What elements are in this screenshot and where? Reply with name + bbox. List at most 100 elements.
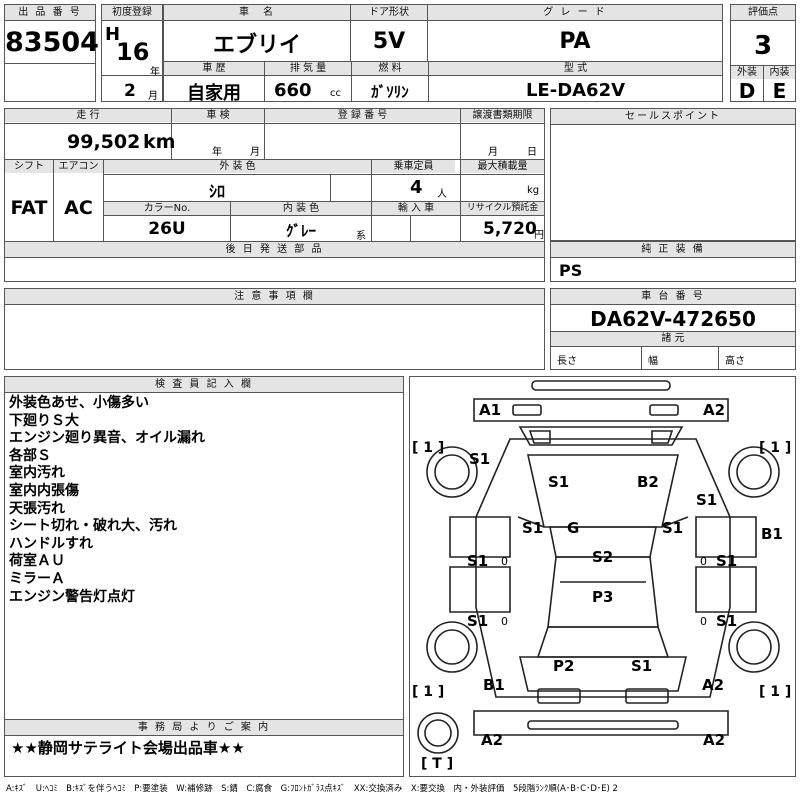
history-row: 車 歴 排 気 量 燃 料 型 式 自家用 660 cc ｶﾞｿﾘﾝ LE-DA… <box>163 61 723 104</box>
divider <box>641 346 642 369</box>
chassis-label: 車 台 番 号 <box>551 289 795 305</box>
tire-mark-rear-left: [ 1 ] <box>412 684 445 700</box>
exterior-color: ｼﾛ <box>208 182 225 201</box>
divider <box>103 159 104 241</box>
divider <box>551 331 795 332</box>
mileage-label: 走 行 <box>5 109 171 122</box>
car-outline <box>417 380 780 754</box>
recycle-unit: 円 <box>534 230 544 241</box>
displacement-unit: cc <box>330 88 341 99</box>
door-label: ドア形状 <box>351 5 427 21</box>
sales-point-label: セールスポイント <box>551 109 795 125</box>
lot-number-box: 出 品 番 号 83504 <box>4 4 99 102</box>
color-number-label: カラーNo. <box>104 202 230 215</box>
damage-mark: S1 <box>522 519 544 537</box>
lot-number-label: 出 品 番 号 <box>5 5 95 21</box>
score: 3 <box>753 31 773 61</box>
interior-color-unit: 系 <box>356 231 366 242</box>
damage-mark: 0 <box>501 555 508 568</box>
color-number: 26U <box>148 219 186 239</box>
shift: FAT <box>10 197 48 219</box>
damage-mark: B2 <box>637 473 659 491</box>
divider <box>410 215 411 241</box>
car-name-box: 車 名 エブリイ <box>163 4 351 62</box>
history-label: 車 歴 <box>164 62 264 75</box>
inspector-box: 検 査 員 記 入 欄 外装色あせ、小傷多い 下廻りＳ大 エンジン廻り異音、オイ… <box>4 376 404 720</box>
damage-mark: A2 <box>703 401 726 419</box>
note-line: 外装色あせ、小傷多い <box>9 395 149 411</box>
grade-box: グ レ ー ド PA <box>427 4 723 62</box>
recycle-label: リサイクル預託金 <box>461 202 544 215</box>
later-parts-label: 後 日 発 送 部 品 <box>5 242 544 258</box>
divider <box>330 174 331 201</box>
damage-mark: A1 <box>479 401 502 419</box>
divider <box>230 201 231 241</box>
divider <box>264 109 265 159</box>
damage-mark: S1 <box>548 473 570 491</box>
plate-label: 登 録 番 号 <box>265 109 460 122</box>
displacement-label: 排 気 量 <box>265 62 351 75</box>
damage-mark: S1 <box>716 552 738 570</box>
equipment: PS <box>559 261 583 280</box>
note-line: 下廻りＳ大 <box>9 412 79 429</box>
office-message: ★★静岡サテライト会場出品車★★ <box>11 739 245 757</box>
sales-point-box: セールスポイント <box>550 108 796 241</box>
fuel-label: 燃 料 <box>352 62 428 75</box>
damage-mark: B1 <box>483 676 505 694</box>
caution-label: 注 意 事 項 欄 <box>5 289 544 305</box>
note-line: 室内内張傷 <box>9 482 79 499</box>
damage-mark: S1 <box>716 612 738 630</box>
height-label: 高さ <box>725 356 745 367</box>
car-name-label: 車 名 <box>164 5 350 21</box>
tire-mark-spare: [ T ] <box>421 756 454 772</box>
door-box: ドア形状 5V <box>350 4 428 62</box>
era-letter: H <box>105 24 121 45</box>
divider <box>351 62 352 101</box>
tire-mark-rear-right: [ 1 ] <box>759 684 792 700</box>
note-line: エンジン廻り異音、オイル漏れ <box>9 430 205 447</box>
chassis-box: 車 台 番 号 DA62V-472650 諸 元 長さ 幅 高さ <box>550 288 796 370</box>
tire-mark-front-right: [ 1 ] <box>759 440 792 456</box>
divider <box>763 65 764 101</box>
exterior-color-label: 外 装 色 <box>104 160 371 173</box>
divider <box>103 215 544 216</box>
grade: PA <box>559 29 591 54</box>
interior-grade-label: 内装 <box>764 66 795 79</box>
inspector-notes: 外装色あせ、小傷多い 下廻りＳ大 エンジン廻り異音、オイル漏れ 各部Ｓ 室内汚れ… <box>9 395 205 606</box>
chassis-number: DA62V-472650 <box>590 307 756 331</box>
damage-mark: S1 <box>467 552 489 570</box>
shift-label: シフト <box>5 160 53 173</box>
divider <box>371 159 372 241</box>
damage-mark: S1 <box>662 519 684 537</box>
import-label: 輸 入 車 <box>372 202 460 215</box>
note-line: シート切れ・破れ大、汚れ <box>9 518 177 535</box>
score-box: 評価点 3 外装 内装 D E <box>730 4 796 103</box>
door-type: 5V <box>372 29 406 54</box>
note-line: 各部Ｓ <box>9 447 51 464</box>
damage-mark: P3 <box>592 588 614 606</box>
damage-mark: G <box>567 519 580 537</box>
year-unit: 年 <box>150 67 160 78</box>
divider <box>460 109 461 241</box>
first-registration-box: 初度登録 H 16 年 2 月 <box>101 4 163 102</box>
car-name: エブリイ <box>212 33 301 58</box>
divider <box>264 62 265 101</box>
divider <box>5 63 95 64</box>
grade-label: グ レ ー ド <box>428 5 722 21</box>
load-unit: kg <box>527 185 540 196</box>
interior-color: ｸﾞﾚｰ <box>285 222 316 240</box>
capacity-unit: 人 <box>437 189 447 200</box>
damage-mark: S1 <box>469 450 491 468</box>
lot-number: 83504 <box>5 27 99 58</box>
transfer-day-unit: 日 <box>527 147 537 158</box>
damage-mark: S1 <box>467 612 489 630</box>
history: 自家用 <box>187 83 241 104</box>
capacity: 4 <box>410 177 423 198</box>
inspector-label: 検 査 員 記 入 欄 <box>5 377 403 393</box>
damage-mark: S1 <box>631 657 653 675</box>
legend: A:ｷｽﾞ U:ﾍｺﾐ B:ｷｽﾞを伴うﾍｺﾐ P:要塗装 W:補修跡 S:錆 … <box>6 784 618 794</box>
inspection-month-unit: 月 <box>250 147 260 158</box>
model: LE-DA62V <box>525 80 626 101</box>
first-registration-label: 初度登録 <box>102 5 162 21</box>
specs-label: 諸 元 <box>551 332 795 346</box>
